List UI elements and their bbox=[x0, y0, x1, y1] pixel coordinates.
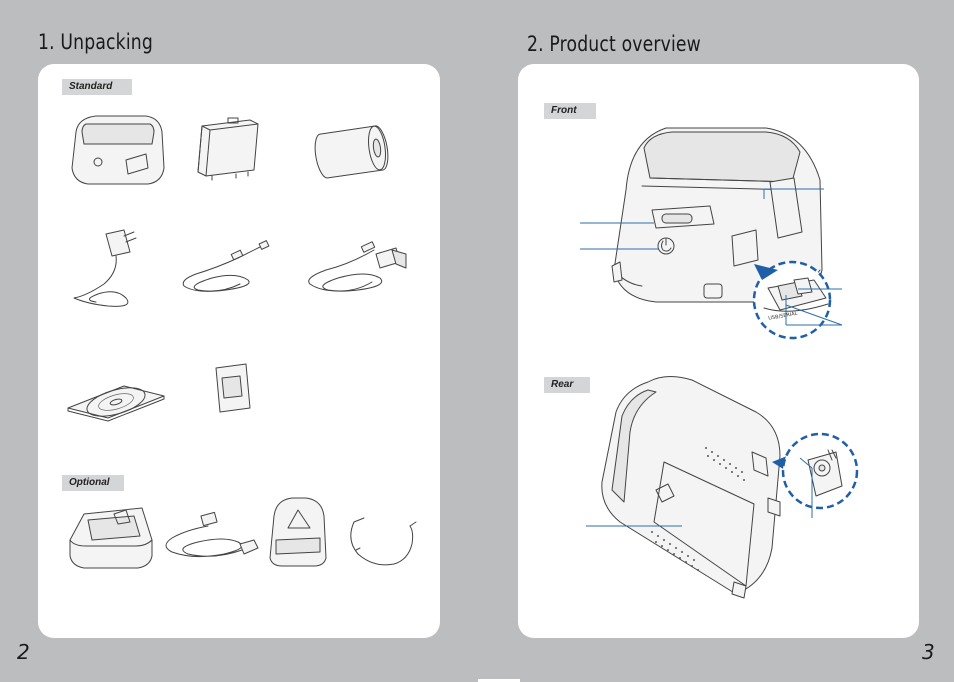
user-manual-illustration bbox=[215, 363, 251, 413]
optional-section-label: Optional bbox=[62, 475, 124, 491]
car-charger-illustration bbox=[165, 511, 259, 558]
usb-serial-port-marking: USB/SERIAL bbox=[768, 311, 798, 322]
product-overview-title: 2. Product overview bbox=[527, 32, 701, 56]
rear-section-label: Rear bbox=[544, 377, 590, 393]
printer-rear-illustration bbox=[601, 376, 781, 599]
cd-illustration bbox=[67, 385, 165, 422]
rear-zoom-detail bbox=[781, 432, 859, 510]
unpacking-title: 1. Unpacking bbox=[38, 30, 153, 54]
printer-front-illustration bbox=[611, 127, 823, 303]
front-zoom-pointer bbox=[754, 264, 778, 280]
battery-pack-illustration bbox=[197, 117, 259, 181]
front-section-label: Front bbox=[544, 103, 596, 119]
page-number-left: 2 bbox=[17, 640, 30, 664]
cradle-illustration bbox=[69, 507, 153, 569]
front-callout-lines bbox=[580, 188, 843, 326]
serial-cable-illustration bbox=[308, 241, 407, 292]
rear-callout-lines bbox=[586, 457, 813, 527]
printer-illustration bbox=[71, 115, 165, 185]
front-zoom-detail: USB/SERIAL bbox=[752, 260, 832, 340]
paper-roll-illustration bbox=[314, 125, 389, 179]
belt-strap-illustration bbox=[350, 517, 417, 566]
ac-adapter-illustration bbox=[73, 229, 137, 307]
page-number-right: 3 bbox=[922, 640, 935, 664]
usb-cable-illustration bbox=[182, 240, 270, 292]
page-fold-marker bbox=[478, 679, 520, 682]
carrying-case-illustration bbox=[269, 497, 327, 567]
standard-section-label: Standard bbox=[62, 79, 132, 95]
